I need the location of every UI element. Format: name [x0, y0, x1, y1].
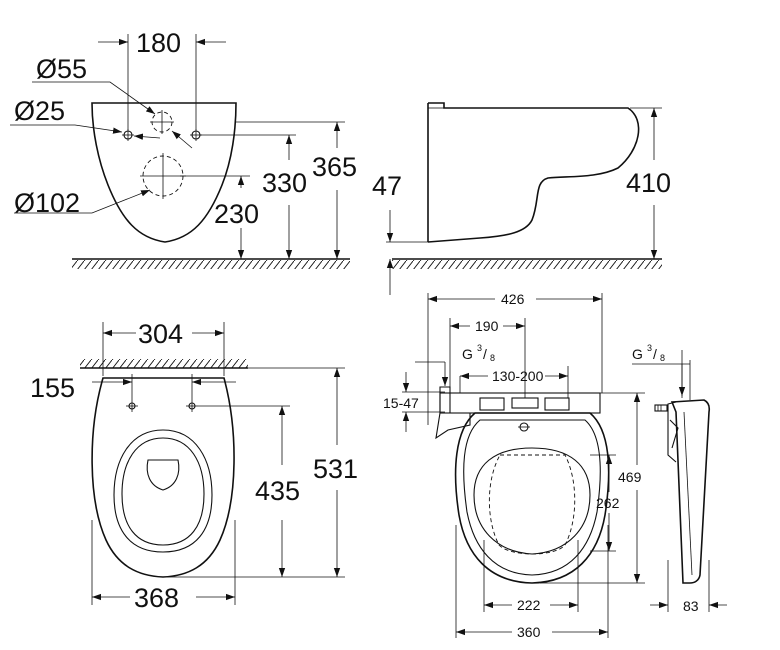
front-bowl-outline	[91, 102, 237, 243]
dim-410-label: 410	[626, 168, 671, 198]
dim-469-label: 469	[618, 469, 642, 485]
side-thread-numerator: 3	[647, 343, 652, 353]
side-thread-g-label: G	[632, 346, 643, 362]
svg-text:/: /	[483, 346, 487, 362]
dim-360-label: 360	[517, 624, 541, 640]
seat-fitting-bar	[439, 392, 601, 414]
thread-denominator: 8	[490, 353, 495, 363]
side-floor-hatch	[392, 260, 662, 269]
dim-83-label: 83	[683, 598, 699, 614]
seat-outline	[454, 412, 610, 584]
thread-g-label: G	[462, 346, 473, 362]
dim-55-label: Ø55	[36, 54, 87, 84]
water-connector	[435, 386, 471, 440]
svg-text:/: /	[653, 346, 657, 362]
top-bowl-outline	[91, 377, 235, 578]
top-flush-opening	[146, 459, 180, 491]
dim-368-label: 368	[134, 583, 179, 613]
hinge-right	[544, 397, 570, 411]
seat-side-hinge	[667, 401, 677, 463]
top-wall-hatch	[80, 359, 248, 368]
dim-180-label: 180	[136, 28, 181, 58]
dim-15-47-label: 15-47	[383, 395, 419, 411]
dim-304-label: 304	[138, 319, 183, 349]
dim-435-label: 435	[255, 476, 300, 506]
hinge-left	[479, 397, 505, 411]
dim-102-label: Ø102	[14, 188, 80, 218]
dim-190-label: 190	[475, 318, 499, 334]
seat-opening	[473, 447, 591, 555]
side-view: 47 410	[372, 102, 671, 295]
dim-230-label: 230	[214, 199, 259, 229]
dim-365-label: 365	[312, 152, 357, 182]
seat-side-body	[670, 399, 711, 584]
front-view: 180 Ø55 Ø25 Ø102 230 330 365	[10, 28, 357, 269]
side-thread-denominator: 8	[660, 353, 665, 363]
dim-155-label: 155	[30, 373, 75, 403]
dim-531-label: 531	[313, 454, 358, 484]
dim-426-label: 426	[501, 291, 525, 307]
thread-numerator: 3	[477, 343, 482, 353]
seat-side-view: G 3 / 8 83	[632, 343, 727, 614]
seat-dashed-opening	[488, 454, 576, 555]
dim-222-label: 222	[517, 597, 541, 613]
side-bowl-profile	[427, 102, 640, 243]
dim-130-200-label: 130-200	[492, 368, 544, 384]
front-floor-hatch	[72, 260, 350, 269]
dim-262-label: 262	[596, 495, 620, 511]
dim-330-label: 330	[262, 168, 307, 198]
dim-47-label: 47	[372, 171, 402, 201]
top-view: 304 155 435 531 368	[30, 319, 358, 613]
top-inner-rim	[113, 429, 213, 553]
seat-view: 426 190 G 3 / 8 130-200 15-47 469	[383, 291, 645, 640]
dim-25-label: Ø25	[14, 96, 65, 126]
